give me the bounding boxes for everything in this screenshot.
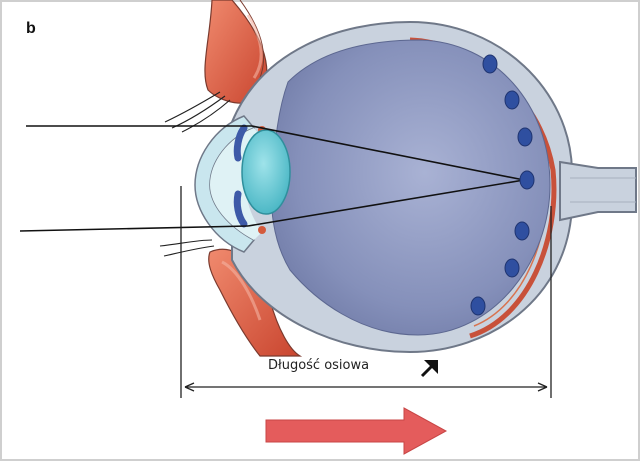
vitreous-body: [271, 40, 550, 335]
lower-eyelashes: [160, 240, 214, 256]
panel-label: b: [26, 20, 36, 38]
photoreceptor: [505, 259, 519, 277]
photoreceptor: [520, 171, 534, 189]
photoreceptor: [483, 55, 497, 73]
optic-nerve: [560, 162, 636, 220]
photoreceptor: [471, 297, 485, 315]
lens: [242, 130, 290, 214]
photoreceptor: [518, 128, 532, 146]
photoreceptor: [515, 222, 529, 240]
arrow-right-icon: [266, 408, 446, 454]
axial-length-label: Długość osiowa: [268, 358, 369, 373]
photoreceptor: [505, 91, 519, 109]
arrow-up-right-icon: [422, 360, 438, 376]
